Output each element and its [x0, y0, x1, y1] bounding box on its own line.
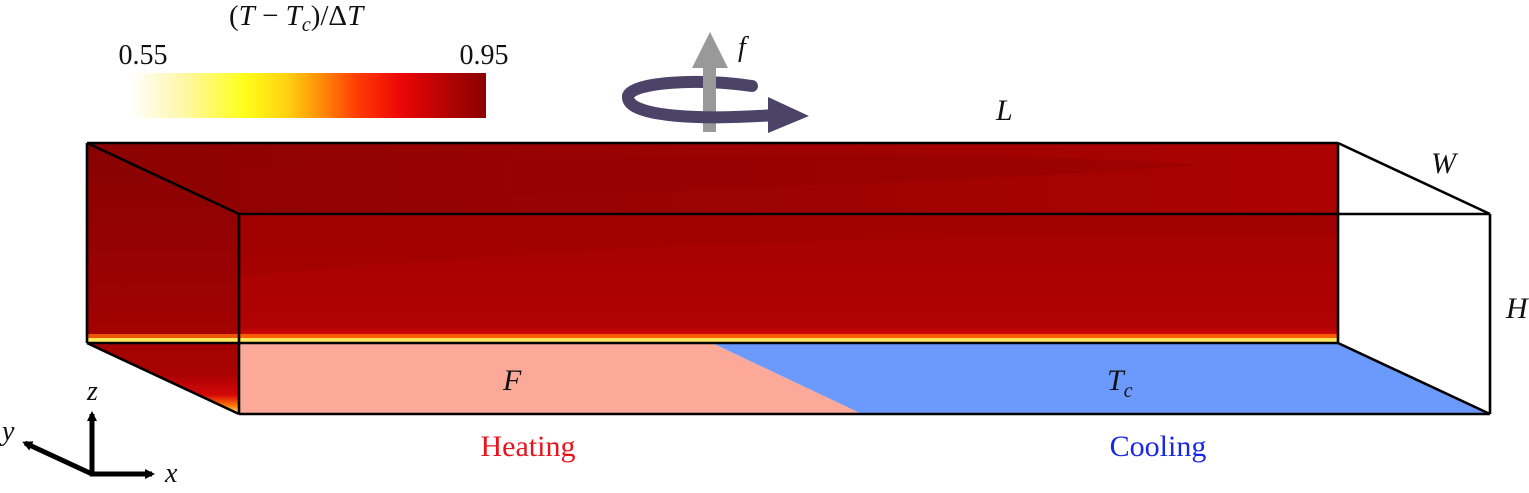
z-axis-label: z — [86, 376, 98, 407]
colorbar-max-label: 0.95 — [460, 40, 509, 71]
left-wall-field — [87, 143, 239, 414]
back-wall-plume — [239, 154, 1200, 210]
cooling-label: Cooling — [1110, 430, 1207, 463]
length-label: L — [995, 94, 1013, 127]
boundary-layer-bright — [87, 338, 1338, 342]
box-domain — [85, 141, 1492, 416]
colorbar-title: (T − Tc)/ΔT — [229, 0, 365, 36]
y-axis-label: y — [0, 416, 15, 447]
x-axis-label: x — [164, 458, 178, 489]
height-label: H — [1505, 292, 1529, 325]
heating-floor-region — [87, 343, 862, 414]
cooling-floor-region — [712, 343, 1490, 414]
width-label: W — [1431, 147, 1459, 180]
cold-temperature-label: Tc — [1107, 364, 1133, 402]
front-wall-shade — [239, 214, 1338, 276]
boundary-layer — [87, 334, 1338, 338]
heating-label: Heating — [481, 430, 576, 463]
forcing-label: F — [502, 364, 522, 397]
rotation-indicator: f — [622, 32, 809, 133]
y-axis-arrow — [22, 440, 94, 477]
rotation-label: f — [738, 32, 749, 63]
box-edges — [85, 141, 1492, 416]
rotation-arrow-icon — [622, 90, 781, 124]
rotation-arrow-head — [768, 97, 809, 133]
colorbar-gradient — [130, 73, 486, 118]
rotation-arrow-back — [622, 75, 758, 102]
colorbar: (T − Tc)/ΔT 0.55 0.95 — [119, 0, 509, 118]
coordinate-axes: z x y — [0, 376, 178, 489]
colorbar-min-label: 0.55 — [119, 40, 168, 71]
